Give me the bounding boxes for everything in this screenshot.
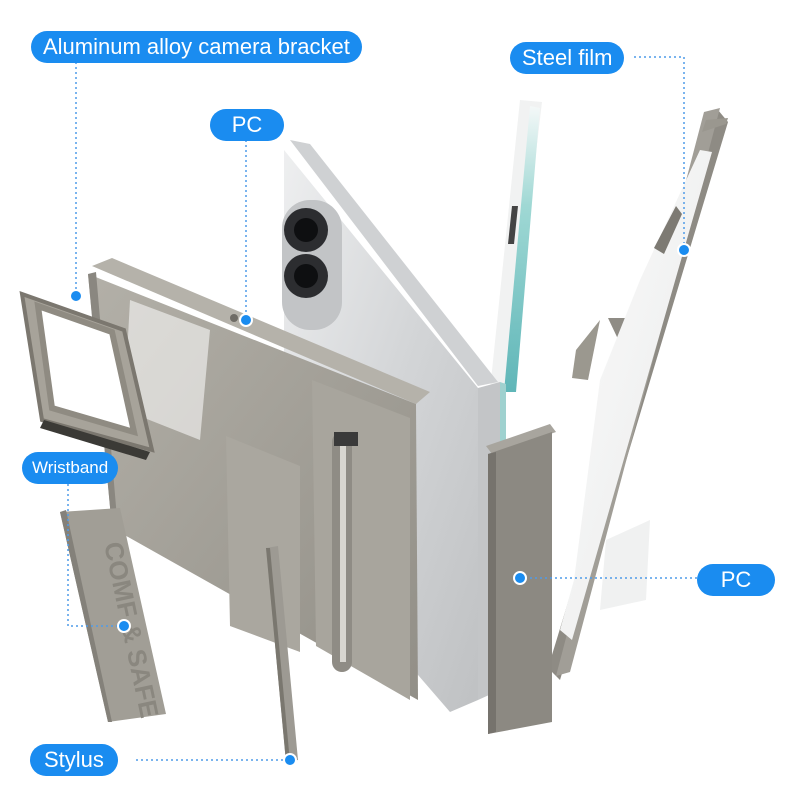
callout-pc-top: PC [210, 109, 284, 141]
callout-wristband: Wristband [22, 452, 119, 484]
callout-stylus: Stylus [30, 744, 118, 776]
callout-dots [69, 243, 691, 767]
steel-film-panel [560, 150, 712, 640]
callout-lines [67, 56, 697, 761]
pc-frame-right [548, 108, 728, 680]
wristband-dot [117, 619, 131, 633]
pc-top-dot [239, 313, 253, 327]
stylus [266, 546, 298, 762]
pc-case-back [88, 258, 430, 700]
steel-film-dot [677, 243, 691, 257]
stylus-dot [283, 753, 297, 767]
callout-steel-film: Steel film [510, 42, 625, 74]
callout-pc-right: PC [697, 564, 775, 596]
camera-bracket [19, 290, 155, 460]
bracket-dot [69, 289, 83, 303]
pc-right-dot [513, 571, 527, 585]
callout-aluminum-bracket: Aluminum alloy camera bracket [31, 31, 362, 63]
camera-module [282, 200, 342, 330]
